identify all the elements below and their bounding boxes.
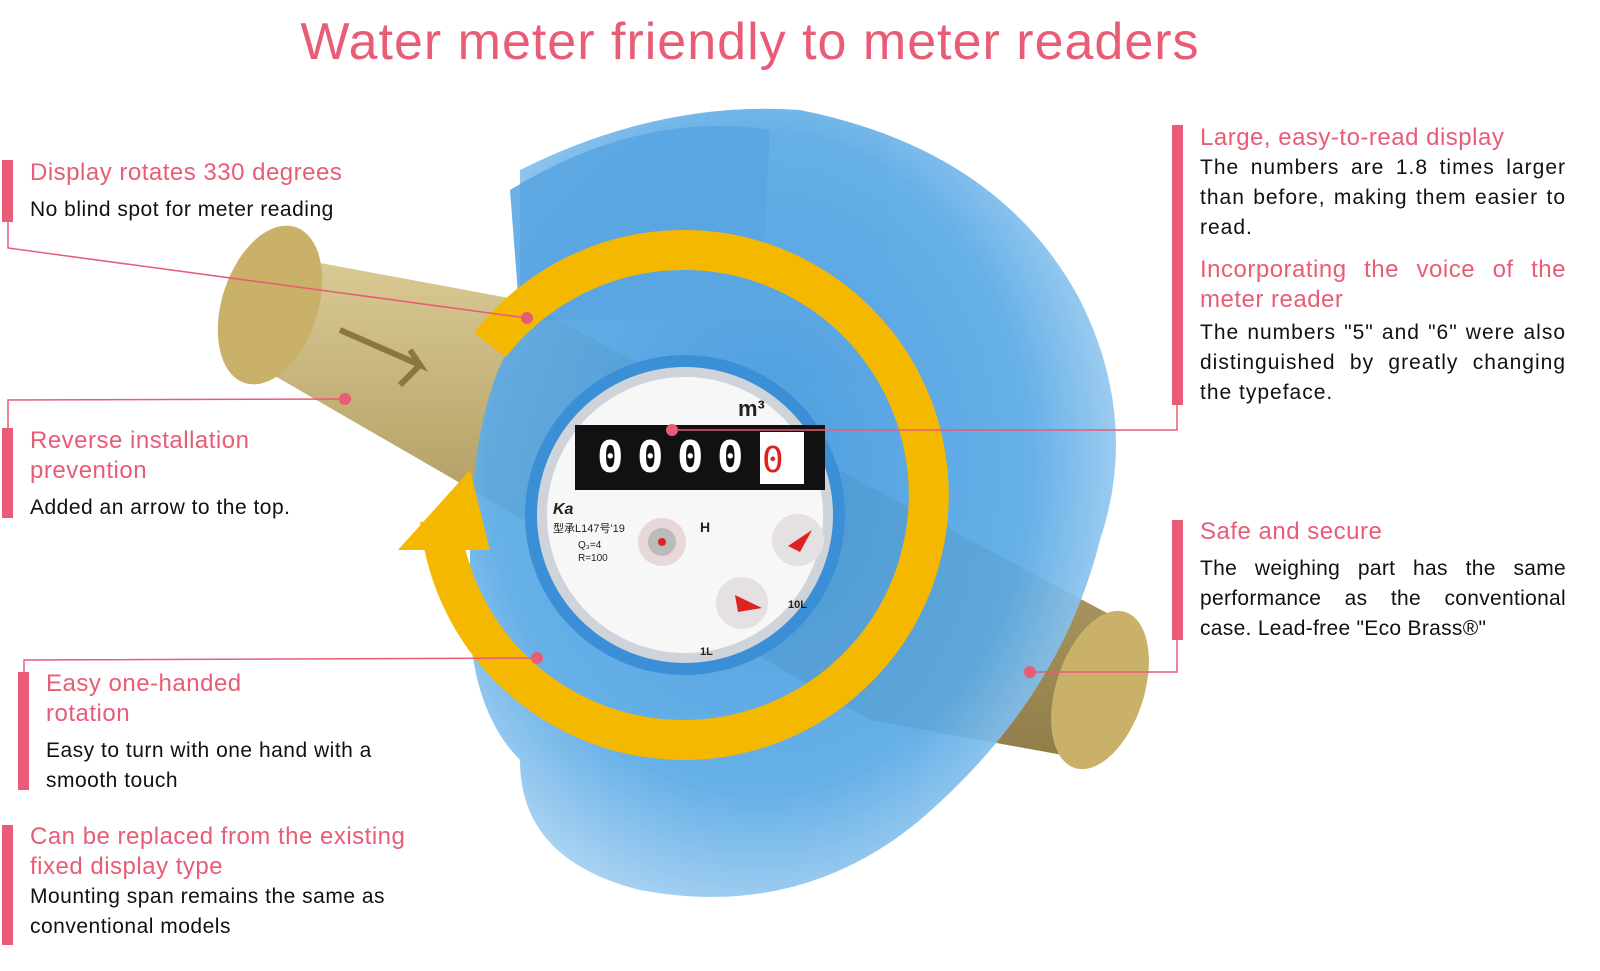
callout-body: Mounting span remains the same as conven… xyxy=(30,885,386,938)
accent-bar xyxy=(2,428,13,518)
flow-arrow-icon xyxy=(338,327,429,388)
rotation-arrow-icon xyxy=(398,230,949,760)
callout-body: Easy to turn with one hand with a smooth… xyxy=(46,739,372,792)
red-digit: 0 xyxy=(762,440,784,481)
callout-replace: Can be replaced from the existing fixed … xyxy=(30,822,450,942)
dial-10l-label: 10L xyxy=(788,599,807,611)
callout-heading: Large, easy-to-read display xyxy=(1200,124,1505,151)
callout-heading: Display rotates 330 degrees xyxy=(30,159,343,186)
page-title: Water meter friendly to meter readers xyxy=(300,13,1200,71)
leader-dots xyxy=(339,312,1036,678)
accent-bar xyxy=(18,672,29,790)
unit-label: m³ xyxy=(738,396,765,421)
callout-large-display: Large, easy-to-read display The numbers … xyxy=(1200,123,1566,408)
digit: 0 xyxy=(597,432,624,483)
meter-dial: m³ 0 0 0 0 0 Ka 型承L147号'19 Q₃=4 R=100 H … xyxy=(525,355,845,675)
accent-bar xyxy=(2,825,13,945)
callout-heading: Safe and secure xyxy=(1200,518,1383,545)
accent-bar xyxy=(1172,125,1183,405)
callout-heading: Easy one-handed rotation xyxy=(46,670,242,727)
callout-body: Added an arrow to the top. xyxy=(30,496,291,519)
callout-body: The weighing part has the same performan… xyxy=(1200,557,1566,640)
digit: 0 xyxy=(637,432,664,483)
callout-reverse: Reverse installation prevention Added an… xyxy=(30,426,290,523)
leader-lines xyxy=(7,222,1178,673)
approval-text: 型承L147号'19 xyxy=(553,521,625,535)
callout-body: The numbers are 1.8 times larger than be… xyxy=(1200,156,1566,239)
h-label: H xyxy=(700,519,710,535)
callout-heading: Incorporating the voice of the meter rea… xyxy=(1200,256,1566,313)
q3-text: Q₃=4 xyxy=(578,540,602,551)
callout-body: No blind spot for meter reading xyxy=(30,198,334,221)
brand-logo: Ka xyxy=(553,501,574,518)
callout-heading: Can be replaced from the existing fixed … xyxy=(30,823,406,880)
accent-bar xyxy=(1172,520,1183,640)
r-text: R=100 xyxy=(578,553,608,564)
callout-body: The numbers "5" and "6" were also distin… xyxy=(1200,321,1566,404)
accent-bar xyxy=(2,160,13,222)
digit: 0 xyxy=(677,432,704,483)
callout-heading: Reverse installation prevention xyxy=(30,427,250,484)
callout-one-hand: Easy one-handed rotation Easy to turn wi… xyxy=(46,669,426,796)
dial-1l-label: 1L xyxy=(700,646,713,658)
callout-safe: Safe and secure The weighing part has th… xyxy=(1200,517,1566,644)
callout-rotates: Display rotates 330 degrees No blind spo… xyxy=(30,158,430,225)
digit: 0 xyxy=(717,432,744,483)
